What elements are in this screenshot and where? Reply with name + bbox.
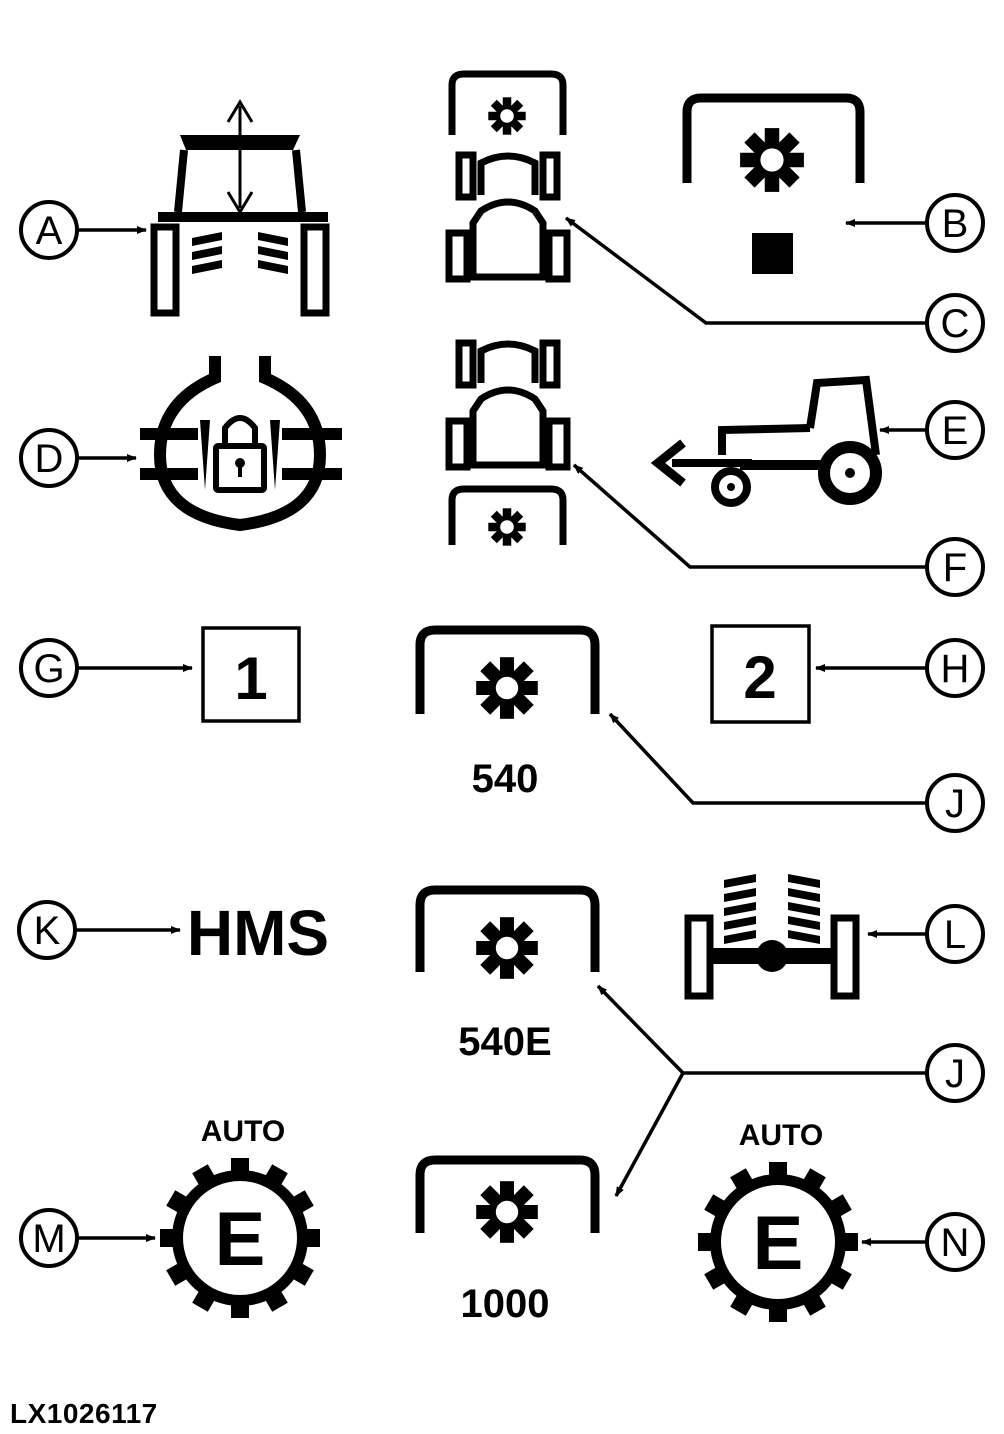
svg-text:J: J bbox=[945, 782, 965, 826]
svg-text:C: C bbox=[941, 302, 970, 346]
svg-text:B: B bbox=[942, 202, 969, 246]
svg-text:E: E bbox=[942, 409, 969, 453]
svg-text:F: F bbox=[943, 546, 967, 590]
svg-text:M: M bbox=[32, 1217, 65, 1261]
callout-g: G bbox=[19, 638, 79, 698]
callout-d: D bbox=[19, 428, 79, 488]
callout-h: H bbox=[925, 638, 985, 698]
svg-text:540: 540 bbox=[472, 757, 539, 801]
svg-text:K: K bbox=[34, 909, 61, 953]
svg-text:540E: 540E bbox=[458, 1020, 551, 1064]
range-1-box: 1 bbox=[201, 626, 301, 723]
pto-540-icon: 540 bbox=[415, 625, 600, 801]
callout-e: E bbox=[925, 400, 985, 460]
callout-l: L bbox=[925, 904, 985, 964]
svg-text:G: G bbox=[33, 647, 64, 691]
callout-f: F bbox=[925, 537, 985, 597]
pto-540e-icon: 540E bbox=[415, 885, 600, 1064]
hms-label: HMS bbox=[187, 897, 329, 969]
pto-stop-icon bbox=[682, 93, 865, 274]
auto-gear-left-icon: AUTO E bbox=[160, 1115, 320, 1318]
svg-text:E: E bbox=[215, 1197, 266, 1282]
svg-text:H: H bbox=[941, 647, 970, 691]
svg-text:1: 1 bbox=[234, 645, 267, 712]
figure-code: LX1026117 bbox=[10, 1398, 158, 1429]
svg-text:A: A bbox=[36, 209, 63, 253]
callout-b: B bbox=[925, 193, 985, 253]
implement-icon bbox=[650, 375, 882, 507]
callout-a: A bbox=[19, 200, 79, 260]
diff-lock-icon bbox=[140, 356, 342, 532]
auto-gear-right-icon: AUTO E bbox=[698, 1119, 858, 1322]
callout-j-lower: J bbox=[925, 1043, 985, 1103]
range-2-box: 2 bbox=[710, 624, 811, 724]
rear-pto-icon bbox=[449, 343, 567, 546]
svg-text:D: D bbox=[35, 437, 64, 481]
callout-c: C bbox=[925, 293, 985, 353]
svg-text:AUTO: AUTO bbox=[201, 1115, 285, 1148]
front-pto-icon bbox=[449, 70, 567, 279]
pto-1000-icon: 1000 bbox=[415, 1155, 600, 1326]
hitch-raise-icon bbox=[150, 99, 330, 317]
callout-m: M bbox=[19, 1208, 79, 1268]
callout-k: K bbox=[17, 900, 77, 960]
svg-text:E: E bbox=[753, 1201, 804, 1286]
svg-text:AUTO: AUTO bbox=[739, 1119, 823, 1152]
callout-j-upper: J bbox=[925, 773, 985, 833]
suspension-icon bbox=[684, 874, 860, 1000]
svg-text:L: L bbox=[944, 913, 966, 957]
leader-arrows bbox=[75, 216, 927, 1246]
svg-text:J: J bbox=[945, 1052, 965, 1096]
svg-text:N: N bbox=[941, 1221, 970, 1265]
svg-text:1000: 1000 bbox=[461, 1282, 550, 1326]
callout-n: N bbox=[925, 1212, 985, 1272]
svg-text:2: 2 bbox=[743, 644, 776, 711]
